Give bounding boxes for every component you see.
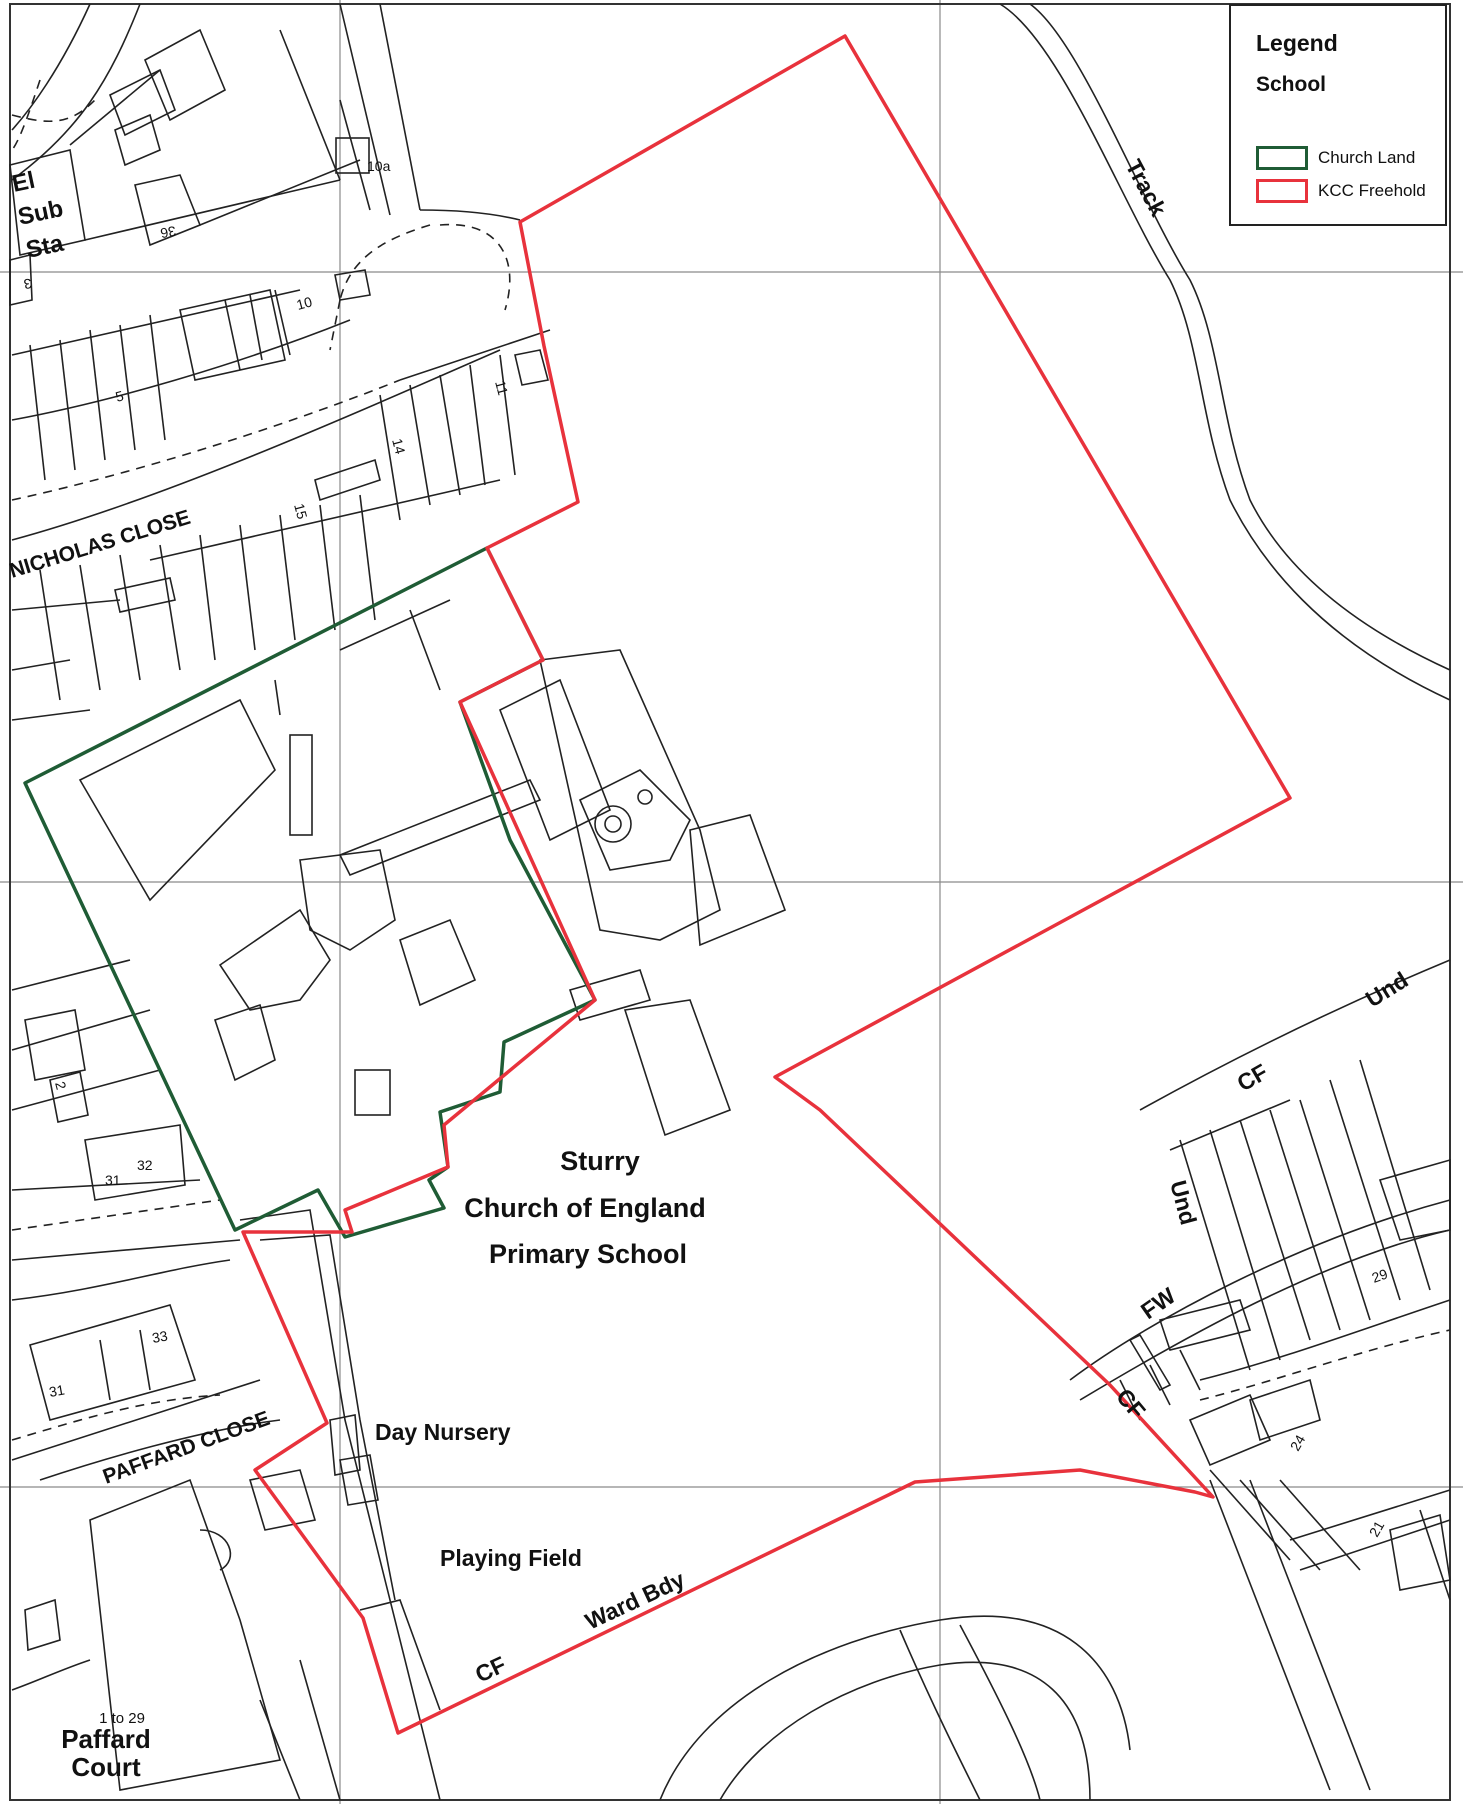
house-number-33: 33 bbox=[151, 1327, 169, 1345]
label-playing-field: Playing Field bbox=[440, 1545, 582, 1571]
legend-swatch-kcc-freehold bbox=[1256, 179, 1308, 203]
label-paffard-court-2: Court bbox=[71, 1752, 141, 1782]
legend-box: Legend School Church Land KCC Freehold bbox=[1229, 4, 1447, 226]
map-frame bbox=[9, 3, 1451, 1801]
label-day-nursery: Day Nursery bbox=[375, 1419, 511, 1445]
house-number-5: 5 bbox=[114, 387, 126, 405]
house-number-15: 15 bbox=[291, 502, 311, 521]
house-number-10: 10 bbox=[295, 293, 314, 313]
house-number-29: 29 bbox=[1370, 1265, 1390, 1285]
label-school-line3: Primary School bbox=[489, 1239, 687, 1269]
house-number-31b: 31 bbox=[48, 1381, 66, 1399]
legend-title: Legend bbox=[1256, 30, 1338, 56]
house-number-31a: 31 bbox=[105, 1172, 121, 1188]
house-number-21: 21 bbox=[1366, 1518, 1388, 1540]
house-number-3: 3 bbox=[22, 275, 33, 292]
label-paffard-court-number: 1 to 29 bbox=[99, 1710, 145, 1727]
label-school-line1: Sturry bbox=[560, 1146, 640, 1176]
house-number-2: 2 bbox=[52, 1080, 70, 1092]
house-number-24: 24 bbox=[1287, 1432, 1309, 1454]
legend-swatch-church-land bbox=[1256, 146, 1308, 170]
label-el: El bbox=[10, 167, 38, 198]
label-school-line2: Church of England bbox=[464, 1193, 705, 1223]
legend-label-kcc-freehold: KCC Freehold bbox=[1318, 181, 1426, 200]
house-number-11: 11 bbox=[492, 379, 511, 397]
base-map-linework bbox=[9, 3, 1451, 1801]
legend-label-church-land: Church Land bbox=[1318, 148, 1416, 167]
house-number-32: 32 bbox=[137, 1157, 153, 1173]
house-numbers: 10a 36 10 5 11 14 15 3 2 31 32 33 31 29 … bbox=[22, 158, 1389, 1540]
label-paffard-court-1: Paffard bbox=[61, 1724, 151, 1754]
house-number-36: 36 bbox=[159, 223, 177, 241]
house-number-10a: 10a bbox=[367, 158, 391, 174]
kcc-freehold-boundary bbox=[241, 34, 1292, 1735]
house-number-14: 14 bbox=[389, 437, 409, 456]
legend-subtitle: School bbox=[1256, 73, 1327, 96]
